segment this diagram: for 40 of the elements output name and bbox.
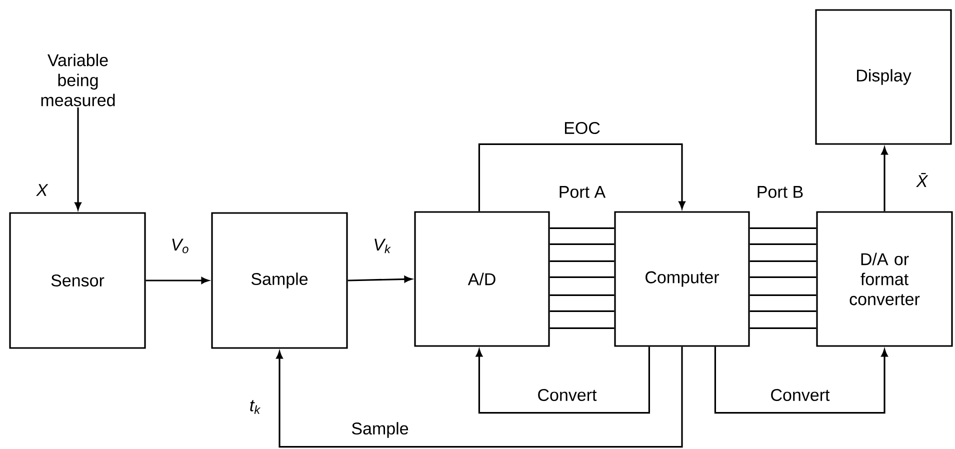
bus-line (550, 260, 614, 262)
bus-line (550, 276, 614, 278)
bus-line (550, 294, 614, 296)
bus-line (750, 260, 816, 262)
arrow (478, 143, 686, 212)
block-box: Computer (614, 211, 750, 347)
bus-line (750, 294, 816, 296)
arrow (476, 346, 650, 414)
bus-line (550, 327, 614, 329)
edge-label: Sample (350, 421, 410, 439)
edge-label: Port B (755, 185, 805, 199)
arrow (74, 107, 82, 210)
edge-label: Convert (769, 388, 831, 402)
bus-line (550, 310, 614, 312)
arrow (881, 147, 888, 212)
bus-line (750, 310, 816, 312)
bus-line (750, 243, 816, 245)
block-box: D/A or format converter (816, 211, 953, 347)
block-box: Sensor (9, 212, 146, 349)
block-box: Display (815, 9, 952, 145)
edge-label: X (35, 183, 49, 197)
arrow (714, 346, 888, 414)
edge-label: V$_{k}$ (372, 238, 392, 254)
arrow (276, 346, 683, 448)
bus-line (550, 243, 614, 245)
arrow (146, 277, 209, 284)
block-box: Sample (211, 212, 348, 349)
edge-label: V$_{o}$ (170, 238, 190, 254)
bus-line (750, 327, 816, 329)
edge-label: EOC (562, 120, 602, 135)
bus-line (750, 276, 816, 278)
edge-label: Port A (557, 185, 607, 199)
edge-label: X̄ (915, 172, 929, 188)
signal-label: t$_{k}$ (250, 400, 261, 414)
arrow (348, 276, 412, 283)
edge-label: Convert (536, 388, 598, 402)
bus-line (750, 227, 816, 229)
block-box: A/D (414, 211, 550, 347)
input-text: Variable being measured (41, 54, 115, 106)
bus-line (550, 227, 614, 229)
